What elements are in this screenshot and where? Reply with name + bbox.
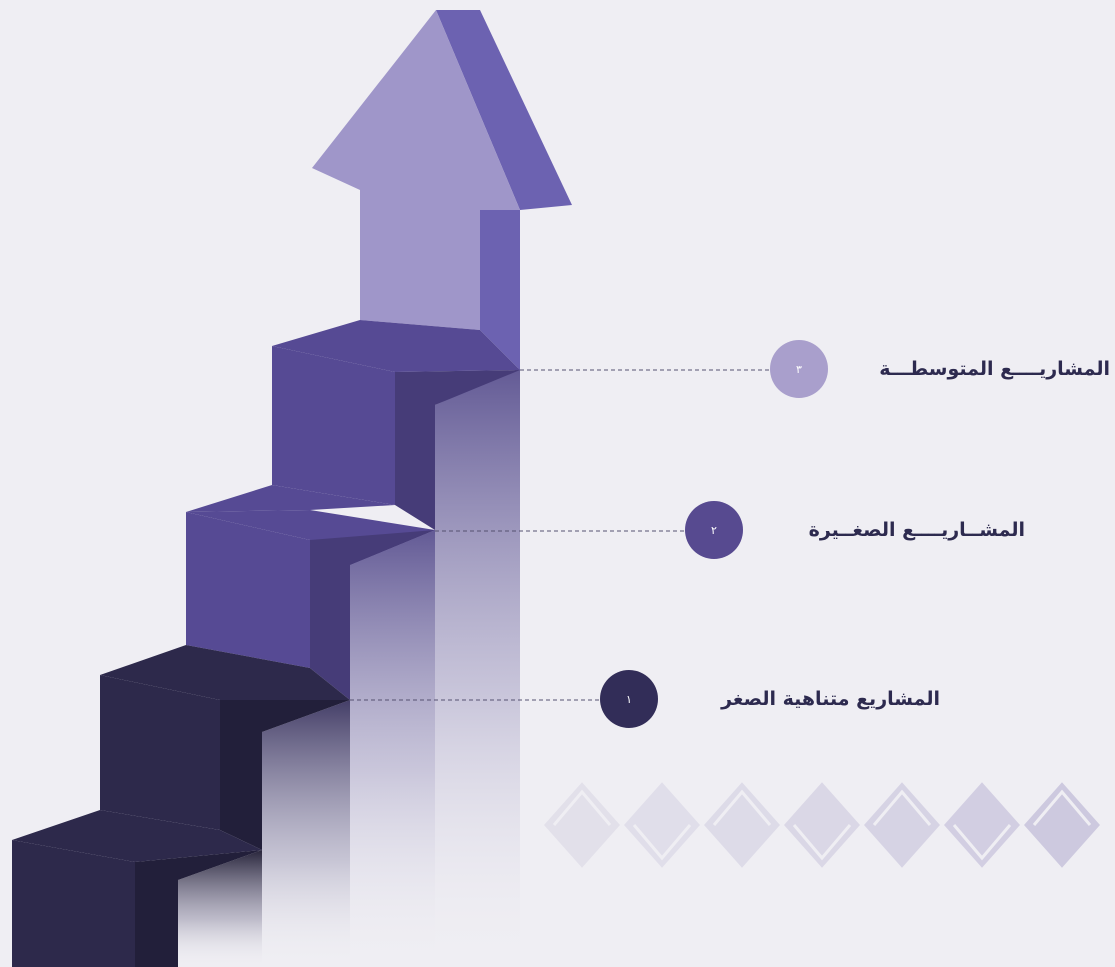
step-3-number-badge: ٣ (770, 340, 828, 398)
step-2-number-badge: ٢ (685, 501, 743, 559)
step-1-label: المشاريع متناهية الصغر (721, 688, 940, 710)
step-3-block (186, 320, 520, 530)
step-base-block (12, 810, 262, 967)
staircase-reflection (178, 368, 520, 967)
step-3-label: المشاريــــع المتوسطـــة (879, 358, 1110, 380)
step-1-number-badge: ١ (600, 670, 658, 728)
up-arrow-icon (312, 10, 572, 370)
diamond-leaf-pattern-icon (542, 780, 1105, 870)
step-2-block (186, 510, 435, 700)
step-2-label: المشــاريــــع الصغــيرة (808, 519, 1025, 541)
step-1-block (100, 645, 350, 850)
